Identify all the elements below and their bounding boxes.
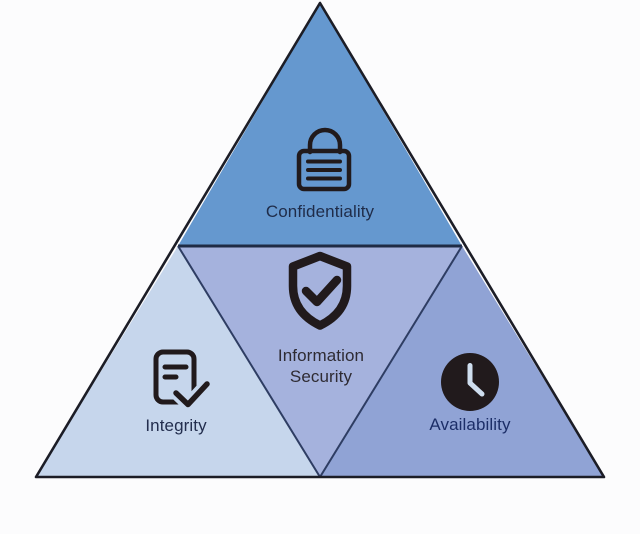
information-security-label-line1: Information [278, 346, 364, 365]
confidentiality-label: Confidentiality [266, 202, 375, 221]
integrity-region [36, 246, 320, 477]
right-inner-line [319, 245, 463, 478]
clock-hands [467, 363, 485, 397]
confidentiality-region [178, 3, 462, 246]
document-body [153, 349, 197, 405]
availability-label: Availability [429, 415, 511, 434]
information-security-region [178, 246, 462, 477]
shield-check-icon [288, 251, 352, 330]
left-inner-line [177, 245, 321, 478]
lock-shackle [307, 127, 343, 155]
outer-triangle-outline [34, 1, 606, 479]
document-lines [162, 364, 189, 380]
information-security-label-line2: Security [290, 367, 353, 386]
shield-outline [288, 251, 352, 330]
lock-body [296, 148, 352, 192]
document-checkmark [173, 381, 210, 408]
lock-icon [296, 127, 352, 192]
integrity-label: Integrity [145, 416, 207, 435]
lock-lines [306, 159, 342, 181]
document-check-icon [153, 349, 214, 411]
clock-icon [441, 353, 499, 411]
shield-checkmark [301, 275, 342, 307]
